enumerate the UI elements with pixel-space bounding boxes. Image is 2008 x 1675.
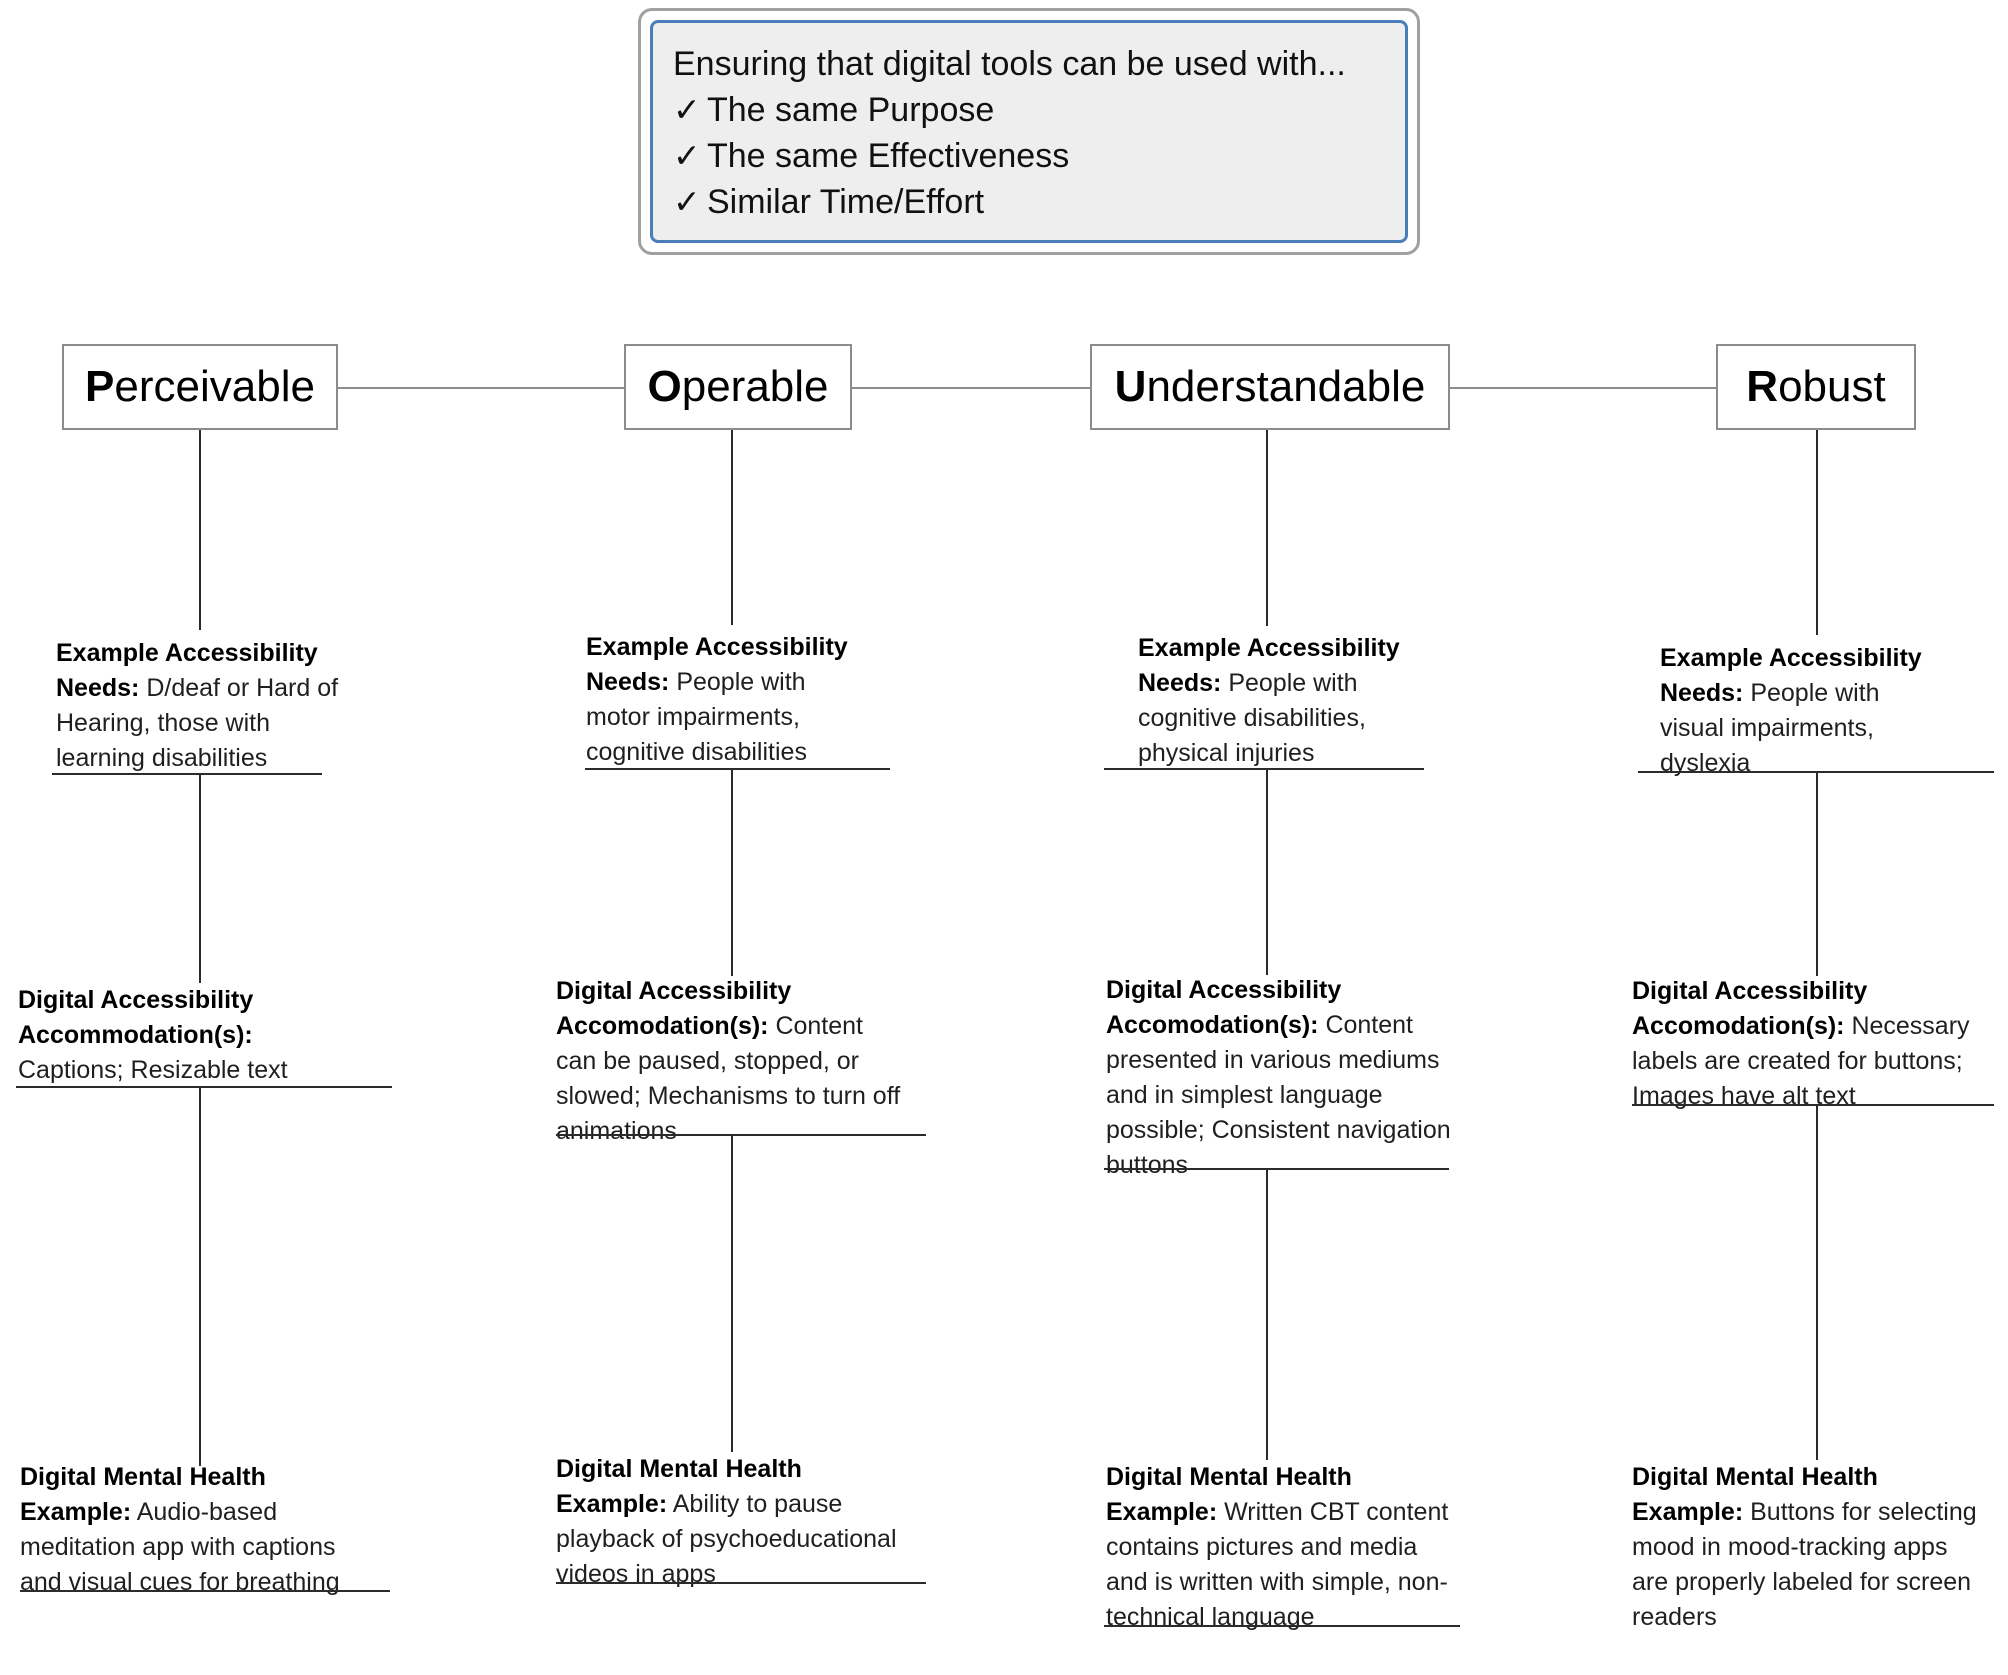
- callout-item-effectiveness: ✓The same Effectiveness: [673, 133, 1391, 179]
- stem-accommodation-to-example-robust: [1816, 1104, 1818, 1460]
- example-label-line1: Digital Mental Health: [1106, 1463, 1352, 1491]
- callout-item-label: The same Purpose: [707, 91, 995, 129]
- connector-perceivable-operable: [338, 387, 624, 389]
- example-label-line2: Example:: [20, 1498, 132, 1526]
- needs-label-line2: Needs:: [586, 668, 670, 696]
- example-block-robust: Digital Mental Health Example: Buttons f…: [1632, 1460, 1982, 1635]
- accommodation-block-robust: Digital Accessibility Accomodation(s): N…: [1632, 974, 1992, 1114]
- stem-needs-to-accommodation-operable: [731, 768, 733, 976]
- example-label-line1: Digital Mental Health: [1632, 1463, 1878, 1491]
- needs-block-robust: Example Accessibility Needs: People with…: [1660, 641, 1950, 781]
- accommodation-block-perceivable: Digital Accessibility Accommodation(s): …: [18, 983, 338, 1088]
- stem-perceivable-to-needs: [199, 430, 201, 630]
- rule-needs-perceivable: [52, 773, 322, 775]
- stem-accommodation-to-example-operable: [731, 1134, 733, 1452]
- principle-label-rest: perable: [681, 362, 829, 411]
- example-label-line1: Digital Mental Health: [556, 1455, 802, 1483]
- principle-lead-letter: U: [1114, 362, 1147, 411]
- accommodation-label-line2: Accommodation(s):: [18, 1021, 253, 1049]
- rule-accommodation-operable: [556, 1134, 926, 1136]
- rule-accommodation-understandable: [1104, 1168, 1449, 1170]
- accommodation-label-line1: Digital Accessibility: [1632, 977, 1868, 1005]
- example-block-understandable: Digital Mental Health Example: Written C…: [1106, 1460, 1456, 1635]
- accommodation-block-understandable: Digital Accessibility Accomodation(s): C…: [1106, 973, 1456, 1183]
- check-mark-icon: ✓: [673, 136, 701, 175]
- rule-needs-operable: [585, 768, 890, 770]
- stem-robust-to-needs: [1816, 430, 1818, 635]
- rule-example-understandable: [1104, 1625, 1460, 1627]
- accommodation-block-operable: Digital Accessibility Accomodation(s): C…: [556, 974, 906, 1149]
- needs-label-line1: Example Accessibility: [1138, 634, 1400, 662]
- rule-example-operable: [556, 1582, 926, 1584]
- needs-label-line2: Needs:: [1660, 679, 1744, 707]
- principle-lead-letter: O: [647, 362, 682, 411]
- ensuring-callout-box: Ensuring that digital tools can be used …: [638, 8, 1420, 255]
- example-label-line2: Example:: [1632, 1498, 1744, 1526]
- needs-text: People with motor impairments, cognitive…: [586, 668, 807, 766]
- needs-label-line1: Example Accessibility: [1660, 644, 1922, 672]
- needs-label-line1: Example Accessibility: [56, 639, 318, 667]
- stem-needs-to-accommodation-robust: [1816, 771, 1818, 976]
- check-mark-icon: ✓: [673, 90, 701, 129]
- needs-text: People with cognitive disabilities, phys…: [1138, 669, 1366, 767]
- accommodation-label-line2: Accomodation(s):: [1632, 1012, 1845, 1040]
- accommodation-label-line2: Accomodation(s):: [556, 1012, 769, 1040]
- example-label-line2: Example:: [1106, 1498, 1218, 1526]
- example-text: Audio-based meditation app with captions…: [20, 1498, 340, 1596]
- needs-block-understandable: Example Accessibility Needs: People with…: [1138, 631, 1428, 771]
- rule-accommodation-perceivable: [16, 1086, 392, 1088]
- principle-lead-letter: R: [1746, 362, 1779, 411]
- principle-lead-letter: P: [85, 362, 115, 411]
- needs-text: D/deaf or Hard of Hearing, those with le…: [56, 674, 339, 772]
- connector-understandable-robust: [1450, 387, 1716, 389]
- accommodation-text: Captions; Resizable text: [18, 1056, 288, 1084]
- accommodation-label-line1: Digital Accessibility: [556, 977, 792, 1005]
- rule-accommodation-robust: [1632, 1104, 1994, 1106]
- example-text: Buttons for selecting mood in mood-track…: [1632, 1498, 1977, 1631]
- accommodation-text: Content can be paused, stopped, or slowe…: [556, 1012, 901, 1145]
- connector-operable-understandable: [852, 387, 1090, 389]
- callout-item-label: The same Effectiveness: [707, 137, 1070, 175]
- stem-operable-to-needs: [731, 430, 733, 625]
- principle-label-rest: nderstandable: [1146, 362, 1426, 411]
- stem-needs-to-accommodation-perceivable: [199, 773, 201, 983]
- rule-example-perceivable: [20, 1590, 390, 1592]
- accommodation-label-line1: Digital Accessibility: [18, 986, 254, 1014]
- example-block-operable: Digital Mental Health Example: Ability t…: [556, 1452, 916, 1592]
- stem-needs-to-accommodation-understandable: [1266, 768, 1268, 975]
- stem-understandable-to-needs: [1266, 430, 1268, 626]
- callout-item-purpose: ✓The same Purpose: [673, 87, 1391, 133]
- accommodation-text: Content presented in various mediums and…: [1106, 1011, 1451, 1179]
- stem-accommodation-to-example-perceivable: [199, 1086, 201, 1466]
- needs-label-line2: Needs:: [1138, 669, 1222, 697]
- callout-title: Ensuring that digital tools can be used …: [673, 45, 1346, 83]
- principle-label-rest: obust: [1778, 362, 1886, 411]
- accommodation-label-line2: Accomodation(s):: [1106, 1011, 1319, 1039]
- example-label-line1: Digital Mental Health: [20, 1463, 266, 1491]
- example-label-line2: Example:: [556, 1490, 668, 1518]
- callout-inner-frame: Ensuring that digital tools can be used …: [650, 20, 1408, 243]
- needs-block-perceivable: Example Accessibility Needs: D/deaf or H…: [56, 636, 346, 776]
- callout-item-label: Similar Time/Effort: [707, 183, 985, 221]
- principle-label-rest: erceivable: [114, 362, 315, 411]
- accommodation-label-line1: Digital Accessibility: [1106, 976, 1342, 1004]
- callout-item-time-effort: ✓Similar Time/Effort: [673, 179, 1391, 225]
- check-mark-icon: ✓: [673, 182, 701, 221]
- needs-block-operable: Example Accessibility Needs: People with…: [586, 630, 876, 770]
- needs-label-line2: Needs:: [56, 674, 140, 702]
- rule-needs-understandable: [1104, 768, 1424, 770]
- needs-label-line1: Example Accessibility: [586, 633, 848, 661]
- example-block-perceivable: Digital Mental Health Example: Audio-bas…: [20, 1460, 380, 1600]
- stem-accommodation-to-example-understandable: [1266, 1168, 1268, 1460]
